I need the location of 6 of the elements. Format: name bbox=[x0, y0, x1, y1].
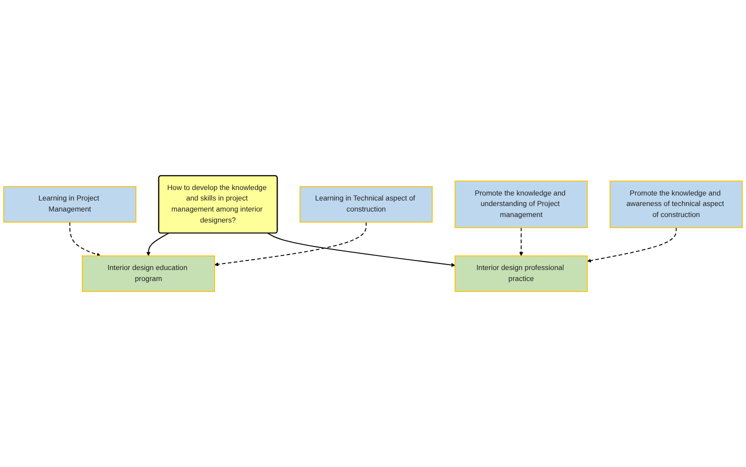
arrow bbox=[69, 222, 101, 256]
arrow bbox=[268, 232, 456, 267]
arrow bbox=[519, 227, 524, 256]
arrow bbox=[146, 232, 169, 256]
arrow bbox=[214, 222, 367, 266]
arrow bbox=[587, 227, 677, 262]
